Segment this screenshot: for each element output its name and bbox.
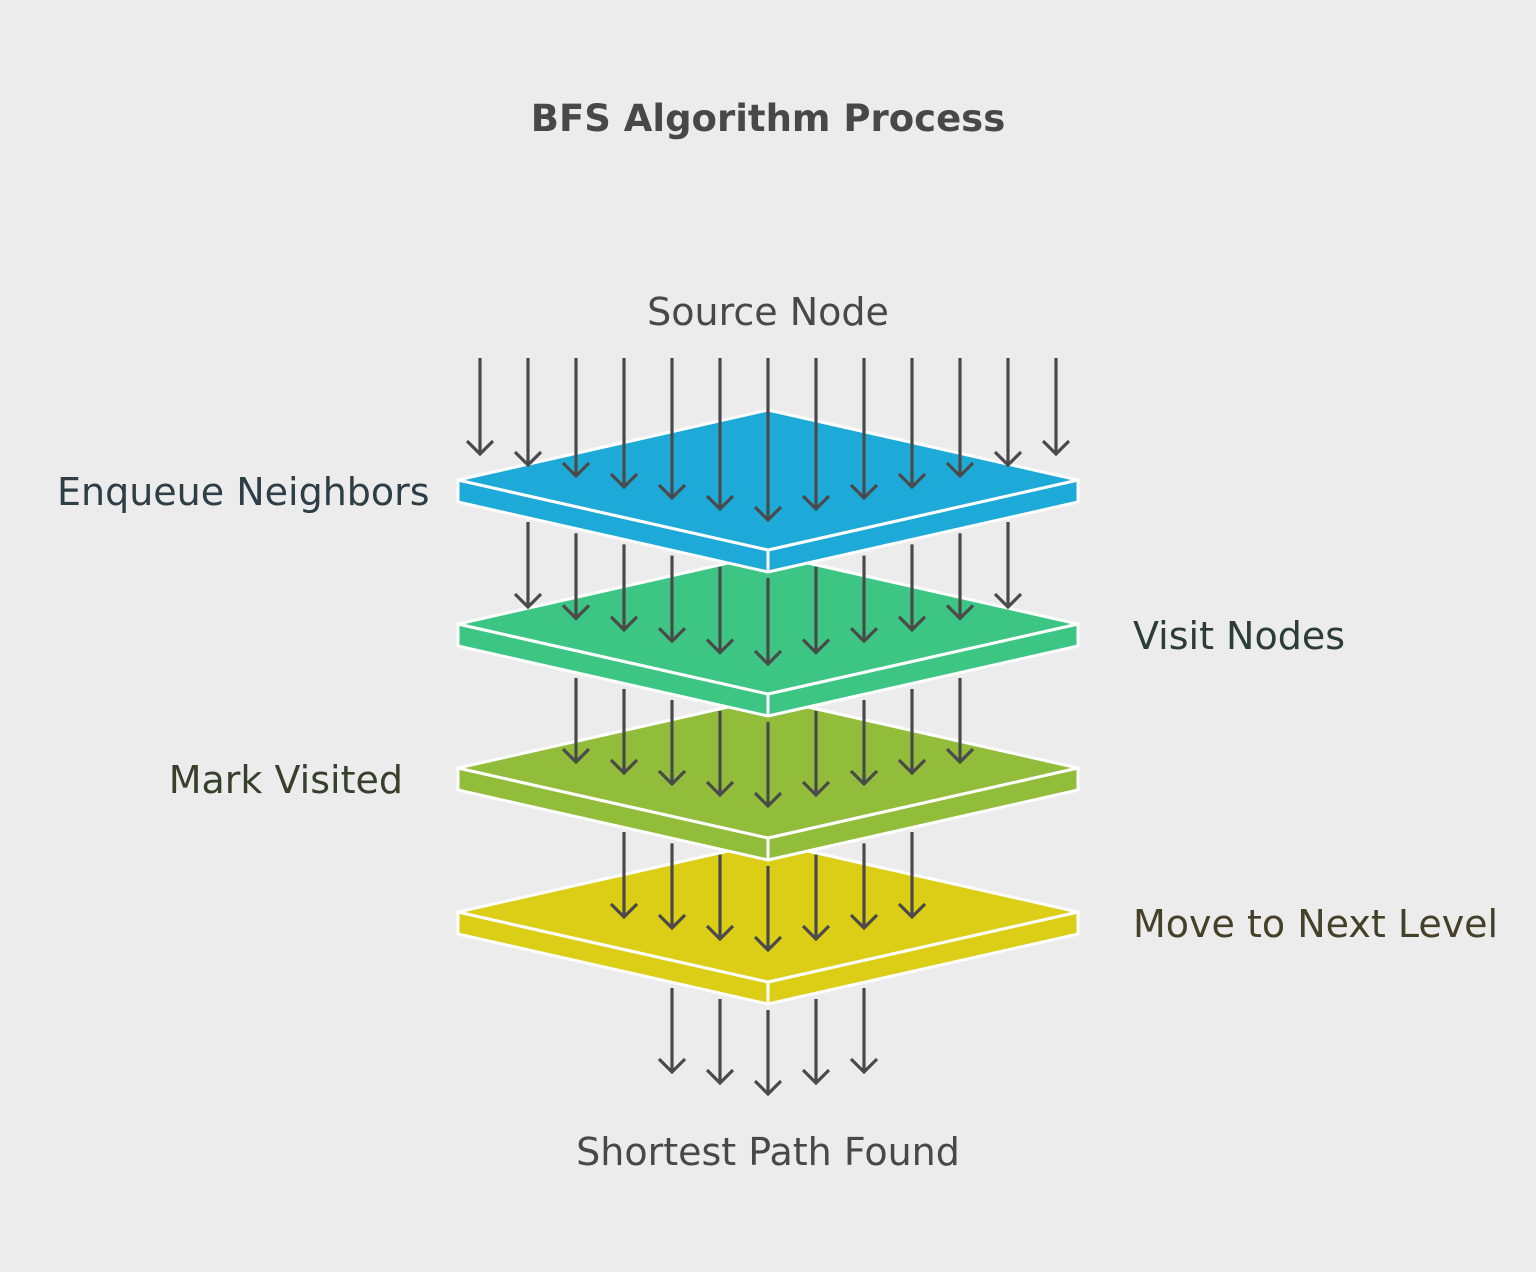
arrow-layer1-11: [945, 358, 975, 479]
arrow-layer3-7: [849, 700, 879, 787]
arrow-layer1-3: [561, 358, 591, 479]
arrow-layer4-1: [609, 832, 639, 920]
layer-label-enqueue-neighbors: Enqueue Neighbors: [57, 470, 430, 514]
arrow-layer1-4: [609, 358, 639, 490]
arrow-layer1-2: [513, 358, 543, 468]
arrow-layer3-9: [945, 678, 975, 765]
arrow-layer1-8: [801, 358, 831, 512]
arrow-layer1-1: [465, 358, 495, 457]
arrow-layer4-4: [753, 866, 783, 953]
arrow-layer2-1: [513, 522, 543, 610]
arrow-layer3-4: [705, 711, 735, 798]
arrow-layer4-3: [705, 854, 735, 942]
arrow-layer2-11: [993, 522, 1023, 610]
arrow-layer2-9: [897, 544, 927, 633]
arrow-layer2-4: [657, 555, 687, 644]
arrow-exit-4: [801, 999, 831, 1086]
arrow-exit-5: [849, 988, 879, 1075]
arrow-exit-1: [657, 988, 687, 1075]
arrow-layer1-5: [657, 358, 687, 501]
layer-label-mark-visited: Mark Visited: [168, 758, 403, 802]
arrow-layer3-5: [753, 722, 783, 809]
arrow-layer1-10: [897, 358, 927, 490]
arrow-layer1-12: [993, 358, 1023, 468]
layer-plate-3: [456, 696, 1080, 862]
arrow-layer3-2: [609, 689, 639, 776]
arrow-layer4-2: [657, 843, 687, 931]
arrow-layer1-13: [1041, 358, 1071, 457]
arrow-exit-2: [705, 999, 735, 1086]
arrow-layer2-10: [945, 533, 975, 621]
arrow-layer2-7: [801, 566, 831, 655]
source-node-label: Source Node: [647, 290, 889, 334]
arrow-layer4-5: [801, 854, 831, 942]
arrow-layer2-2: [561, 533, 591, 621]
arrow-layer3-8: [897, 689, 927, 776]
arrow-layer2-8: [849, 555, 879, 644]
arrow-layer1-9: [849, 358, 879, 501]
arrow-exit-3: [753, 1010, 783, 1097]
shortest-path-label: Shortest Path Found: [576, 1130, 960, 1174]
arrow-layer3-6: [801, 711, 831, 798]
arrow-layer1-6: [705, 358, 735, 512]
arrow-layer3-1: [561, 678, 591, 765]
diagram-title: BFS Algorithm Process: [530, 97, 1006, 140]
arrow-layer1-7: [753, 358, 783, 523]
arrow-layer3-3: [657, 700, 687, 787]
arrow-layer2-3: [609, 544, 639, 633]
arrow-layer4-7: [897, 832, 927, 920]
arrow-layer2-5: [705, 566, 735, 655]
arrow-layer4-6: [849, 843, 879, 931]
layer-label-move-to-next-level: Move to Next Level: [1133, 902, 1499, 946]
layer-label-visit-nodes: Visit Nodes: [1133, 614, 1346, 658]
arrow-layer2-6: [753, 578, 783, 667]
